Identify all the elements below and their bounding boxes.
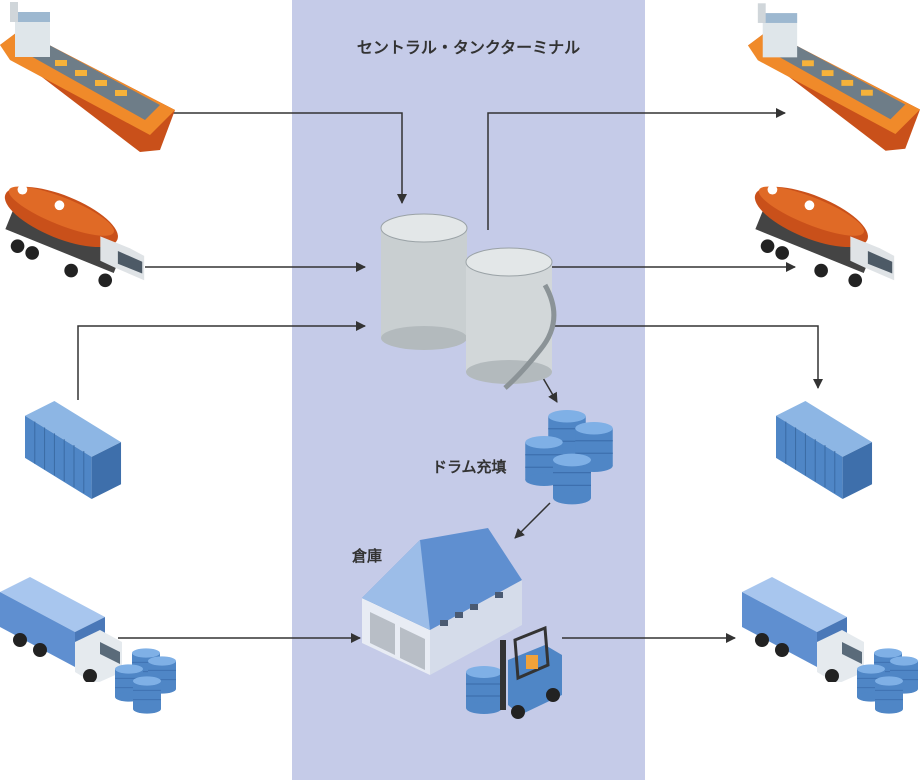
forklift-icon — [466, 625, 562, 719]
oil-tanker-ship-icon — [0, 2, 175, 152]
arrow-container-in — [77, 321, 366, 400]
drums-icon — [115, 648, 176, 714]
tank-lorry-icon — [2, 178, 145, 288]
drum-filling-label: ドラム充填 — [432, 458, 507, 476]
arrow-ship-in — [160, 112, 407, 204]
drums-icon — [525, 410, 613, 506]
shipping-container-icon — [776, 400, 873, 500]
terminal-title: セントラル・タンクターミナル — [356, 38, 581, 57]
arrow-drums-to-warehouse — [514, 502, 551, 539]
storage-tanks-icon — [380, 213, 557, 390]
oil-tanker-ship-icon — [748, 3, 920, 151]
warehouse-icon — [362, 528, 522, 675]
shipping-container-icon — [25, 400, 122, 500]
tank-lorry-icon — [752, 178, 895, 288]
box-truck-icon — [0, 577, 122, 682]
box-truck-icon — [742, 577, 864, 682]
arrow-container-out — [555, 325, 823, 389]
arrow-ship-out — [487, 108, 786, 230]
warehouse-label: 倉庫 — [352, 547, 383, 565]
arrow-tank-to-drums — [542, 377, 558, 403]
drums-icon — [857, 648, 918, 714]
